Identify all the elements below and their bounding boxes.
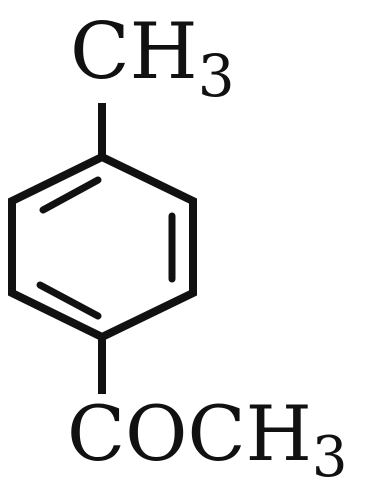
top-methyl-main: CH [70, 7, 198, 97]
bottom-acetyl-label: COCH3 [67, 389, 348, 483]
bottom-acetyl-main: COCH [67, 389, 312, 478]
top-methyl-subscript: 3 [198, 42, 235, 110]
benzene-ring [8, 152, 197, 342]
top-methyl-label: CH3 [70, 7, 235, 110]
benzene-inner-double-bond-lower [36, 281, 102, 320]
bottom-acetyl-subscript: 3 [312, 425, 348, 483]
benzene-inner-double-bond-upper [39, 176, 102, 214]
